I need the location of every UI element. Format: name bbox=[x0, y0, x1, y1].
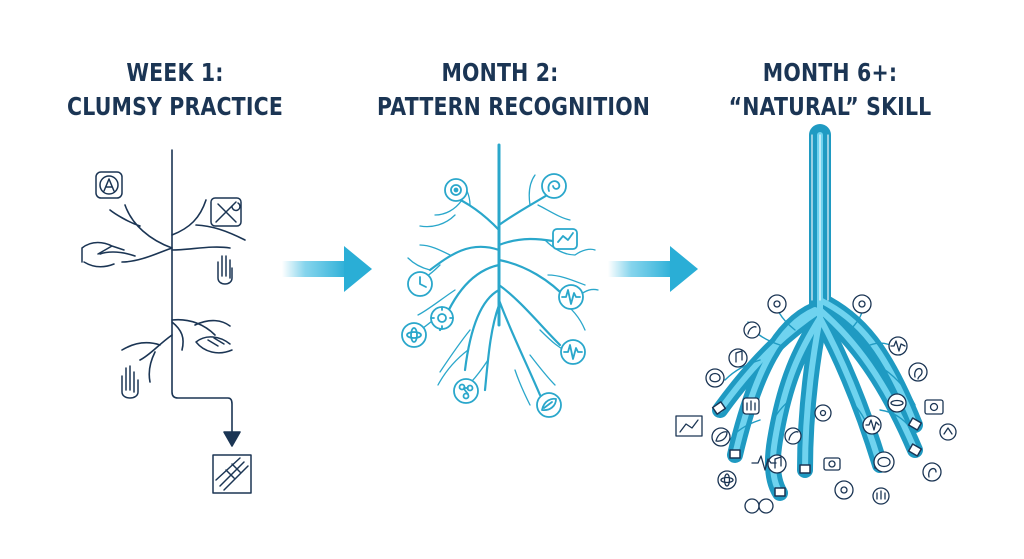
waveform-icon bbox=[751, 455, 777, 471]
hand-icon bbox=[872, 487, 890, 505]
music-icon bbox=[728, 348, 748, 368]
waveform-icon bbox=[560, 339, 586, 365]
letter-a-icon bbox=[95, 171, 123, 199]
brain-icon bbox=[873, 451, 895, 473]
leaf-icon bbox=[536, 392, 562, 418]
stage-1-sparse-network bbox=[99, 149, 246, 447]
atom-icon bbox=[717, 470, 737, 490]
gear-icon bbox=[814, 404, 832, 422]
music-icon bbox=[767, 454, 787, 474]
hand-icon bbox=[81, 241, 125, 268]
stage-2-icons bbox=[401, 173, 586, 418]
stage-3-dense-network bbox=[711, 124, 923, 501]
stage-1-branch bbox=[171, 199, 246, 251]
stage-1-branch bbox=[99, 204, 173, 263]
gear-icon bbox=[430, 306, 454, 330]
stage-1-trunk-arrowhead bbox=[223, 431, 241, 447]
stage-1-icons bbox=[81, 171, 252, 494]
stage-2-branch bbox=[497, 190, 570, 397]
hand-icon bbox=[217, 255, 233, 285]
hand-icon bbox=[121, 365, 139, 399]
leaf-icon bbox=[711, 427, 731, 447]
stage-1-branch bbox=[171, 318, 231, 351]
stage-1-title-line-1: WEEK 1: bbox=[126, 58, 224, 87]
leaf-icon bbox=[743, 321, 761, 339]
stage-1-branch bbox=[121, 334, 173, 383]
hand-icon bbox=[742, 397, 760, 415]
chart-icon bbox=[675, 415, 703, 437]
gear-icon bbox=[767, 294, 787, 314]
gear-icon bbox=[852, 294, 872, 314]
atom-icon bbox=[887, 393, 907, 413]
stage-1-title: WEEK 1: CLUMSY PRACTICE bbox=[56, 56, 294, 124]
tools-icon bbox=[210, 197, 242, 227]
progress-arrow-1 bbox=[282, 246, 372, 292]
camera-icon bbox=[823, 457, 841, 471]
circuit-board-icon bbox=[212, 454, 252, 494]
atom-icon bbox=[401, 322, 427, 348]
stage-2-branch bbox=[428, 193, 501, 392]
stage-2-title-line-2: PATTERN RECOGNITION bbox=[377, 92, 651, 121]
waveform-icon bbox=[862, 415, 882, 435]
ear-icon bbox=[922, 462, 942, 482]
progress-arrow-2 bbox=[608, 246, 698, 292]
ear-icon bbox=[908, 362, 928, 382]
stage-3-title-line-1: MONTH 6+: bbox=[762, 58, 898, 87]
stage-2-title: MONTH 2: PATTERN RECOGNITION bbox=[377, 56, 651, 124]
stage-1-title-line-2: CLUMSY PRACTICE bbox=[66, 92, 284, 121]
camera-icon bbox=[924, 399, 944, 415]
gear-icon bbox=[834, 480, 854, 500]
swirl-icon bbox=[541, 173, 567, 199]
molecule-icon bbox=[939, 423, 957, 441]
molecule-icon bbox=[744, 498, 774, 514]
leaf-icon bbox=[784, 427, 802, 445]
waveform-icon bbox=[558, 284, 584, 310]
brain-icon bbox=[705, 368, 725, 388]
chart-icon bbox=[552, 228, 578, 250]
stage-3-title-line-2: “NATURAL” SKILL bbox=[728, 92, 932, 121]
hand-icon bbox=[195, 336, 233, 354]
stage-1-trunk bbox=[171, 149, 233, 441]
waveform-icon bbox=[888, 336, 908, 356]
stage-3-title: MONTH 6+: “NATURAL” SKILL bbox=[715, 56, 945, 124]
clock-icon bbox=[407, 271, 433, 297]
target-icon bbox=[444, 178, 468, 202]
molecule-icon bbox=[453, 378, 479, 404]
stage-2-title-line-1: MONTH 2: bbox=[441, 58, 559, 87]
stage-3-icons bbox=[675, 294, 957, 514]
stage-2-branching-network bbox=[407, 143, 599, 406]
